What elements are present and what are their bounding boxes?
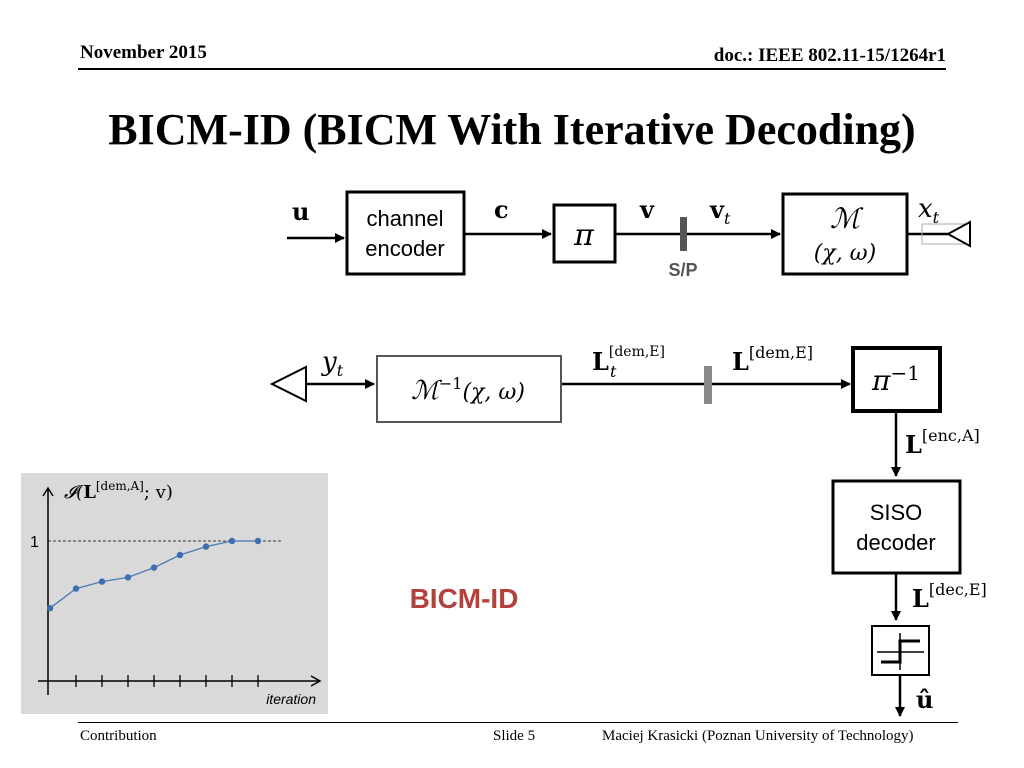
data-point-8: [254, 537, 262, 545]
inset-x-axis-arrowhead: [310, 675, 322, 687]
llr-dem-e-label: L[dem,E]: [732, 343, 813, 376]
rx-antenna-icon: [269, 365, 307, 403]
data-point-0: [46, 605, 54, 612]
data-point-5: [176, 551, 184, 559]
mutual-information-series-points: [46, 537, 262, 612]
tx-symbol-xt-label: xt: [918, 194, 940, 227]
header-rule: [78, 68, 946, 70]
data-point-6: [202, 543, 210, 550]
interleaved-v-label: v: [639, 195, 655, 224]
deinterleaver-label: π−1: [871, 361, 920, 397]
input-u-label: u: [292, 197, 309, 226]
header-doc-id: doc.: IEEE 802.11-15/1264r1: [713, 45, 946, 66]
sp-converter-bar: [680, 217, 687, 251]
inset-y-axis-arrowhead: [42, 486, 54, 497]
rx-sp-bar: [704, 366, 712, 404]
interleaver-pi-label: π: [573, 218, 595, 253]
footer-author: Maciej Krasicki (Poznan University of Te…: [602, 728, 914, 744]
data-point-4: [150, 564, 158, 571]
data-point-2: [98, 578, 106, 585]
rx-symbol-yt-label: yt: [321, 347, 344, 380]
codeword-c-label: c: [494, 195, 509, 224]
mapper-label: ℳ: [830, 202, 864, 235]
sp-output-vt-label: vt: [709, 195, 731, 228]
llr-dem-e-t-sub: t: [610, 362, 617, 381]
footer-contribution: Contribution: [80, 728, 157, 744]
demapper-block: [376, 355, 562, 423]
footer-rule: [78, 722, 958, 724]
footer-slide-number: Slide 5: [493, 728, 536, 744]
deinterleaver-block: [851, 346, 942, 413]
data-point-3: [124, 574, 132, 581]
inset-x-ticks: [75, 675, 259, 687]
inset-y-axis-label: 𝓘(L[dem,A]; v): [64, 479, 173, 503]
llr-dem-e-t-label: L[dem,E]: [592, 344, 665, 376]
bicm-id-label: BICM-ID: [410, 583, 519, 614]
data-point-1: [72, 585, 80, 592]
llr-enc-a-label: L[enc,A]: [905, 426, 980, 459]
output-u-hat-label: û: [916, 685, 933, 714]
sp-label: S/P: [668, 260, 697, 280]
inset-x-axis-label: iteration: [266, 691, 316, 707]
inset-y-tick-1: 1: [30, 534, 39, 551]
inset-chart-background: [21, 473, 328, 714]
hard-decision-step-icon: [877, 633, 924, 670]
encoder-label-line1: channel: [366, 206, 443, 231]
channel-encoder-block: [345, 190, 466, 276]
llr-dec-e-label: L[dec,E]: [912, 580, 987, 613]
decoder-label-line1: SISO: [870, 500, 923, 525]
demapper-label: ℳ−1(χ, ω): [411, 374, 525, 406]
tx-antenna-icon: [945, 220, 971, 248]
slide-title: BICM-ID (BICM With Iterative Decoding): [108, 105, 916, 154]
decoder-label-line2: decoder: [856, 530, 936, 555]
mutual-information-inset-chart: 1 𝓘(L[dem,A]; v) iteration: [21, 473, 328, 714]
mapper-block: [781, 192, 909, 276]
encoder-label-line2: encoder: [365, 236, 445, 261]
data-point-7: [228, 537, 236, 545]
siso-decoder-block: [831, 479, 962, 575]
interleaver-block: [552, 203, 617, 264]
header-date: November 2015: [80, 42, 207, 63]
bicm-id-block-diagram: u channel encoder c π v S/P vt ℳ (χ, ω) …: [21, 190, 987, 717]
mapper-params: (χ, ω): [814, 241, 876, 266]
